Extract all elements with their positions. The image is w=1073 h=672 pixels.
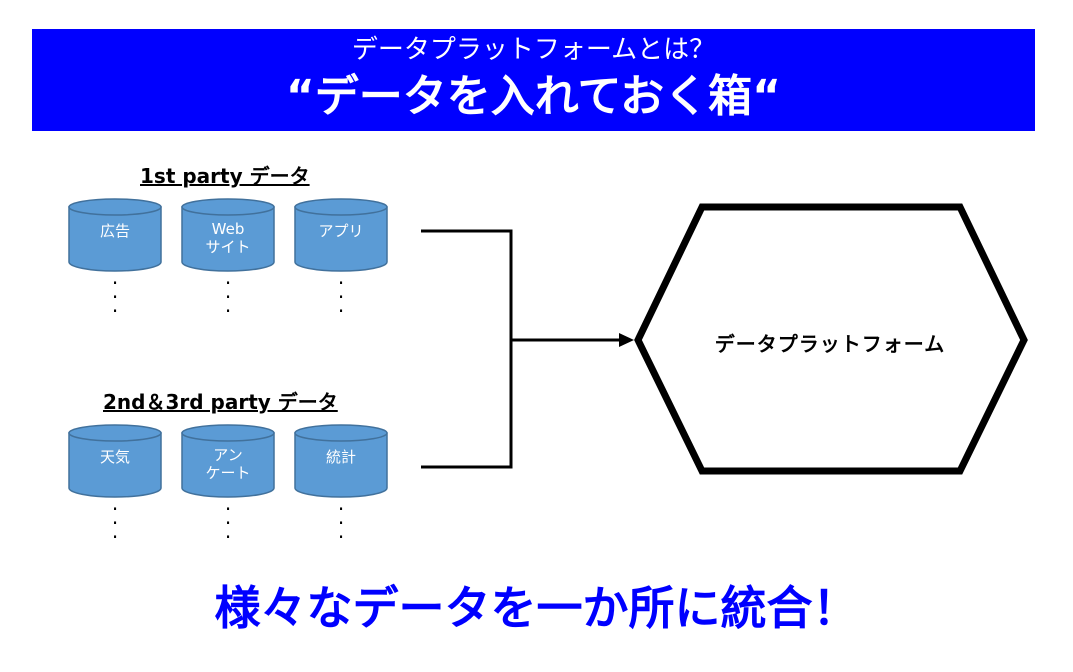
merge-connector bbox=[421, 229, 513, 469]
platform-hexagon bbox=[634, 203, 1028, 475]
cylinder-top bbox=[68, 424, 162, 442]
more-dots: ··· bbox=[337, 271, 345, 323]
cylinder-top bbox=[181, 198, 275, 216]
source-label-statistics: 統計 bbox=[325, 448, 356, 466]
cylinder-top bbox=[181, 424, 275, 442]
cylinder-body bbox=[294, 432, 388, 498]
banner-title: “データを入れておく箱“ bbox=[285, 71, 782, 122]
cylinder-body bbox=[294, 206, 388, 272]
cylinder-body bbox=[181, 432, 275, 498]
more-dots: ··· bbox=[224, 497, 232, 549]
cylinder-body bbox=[68, 206, 162, 272]
more-dots: ··· bbox=[224, 271, 232, 323]
more-dots: ··· bbox=[111, 497, 119, 549]
source-label-ads: 広告 bbox=[99, 222, 130, 240]
cylinder-top bbox=[294, 424, 388, 442]
summary-message: 様々なデータを一か所に統合！ bbox=[214, 581, 859, 635]
banner-subtitle: データプラットフォームとは？ bbox=[351, 35, 716, 65]
source-cylinder-ads: 広告 bbox=[68, 198, 162, 272]
source-label-survey: アン ケート bbox=[205, 446, 251, 482]
more-dots: ··· bbox=[337, 497, 345, 549]
more-dots: ··· bbox=[111, 271, 119, 323]
cylinder-top bbox=[294, 198, 388, 216]
platform-label: データプラットフォーム bbox=[714, 332, 946, 356]
source-cylinder-app: アプリ bbox=[294, 198, 388, 272]
source-cylinder-statistics: 統計 bbox=[294, 424, 388, 498]
group-title-second-third-party: 2nd＆3rd party データ bbox=[103, 390, 338, 414]
source-cylinder-survey: アン ケート bbox=[181, 424, 275, 498]
source-cylinder-website: Web サイト bbox=[181, 198, 275, 272]
arrow-head bbox=[619, 333, 634, 347]
source-label-website: Web サイト bbox=[205, 220, 251, 256]
title-banner: データプラットフォームとは？ “データを入れておく箱“ bbox=[32, 29, 1035, 131]
group-title-first-party: 1st party データ bbox=[140, 164, 310, 188]
cylinder-body bbox=[181, 206, 275, 272]
source-cylinder-weather: 天気 bbox=[68, 424, 162, 498]
cylinder-top bbox=[68, 198, 162, 216]
source-label-weather: 天気 bbox=[99, 448, 130, 466]
cylinder-body bbox=[68, 432, 162, 498]
source-label-app: アプリ bbox=[318, 222, 364, 240]
